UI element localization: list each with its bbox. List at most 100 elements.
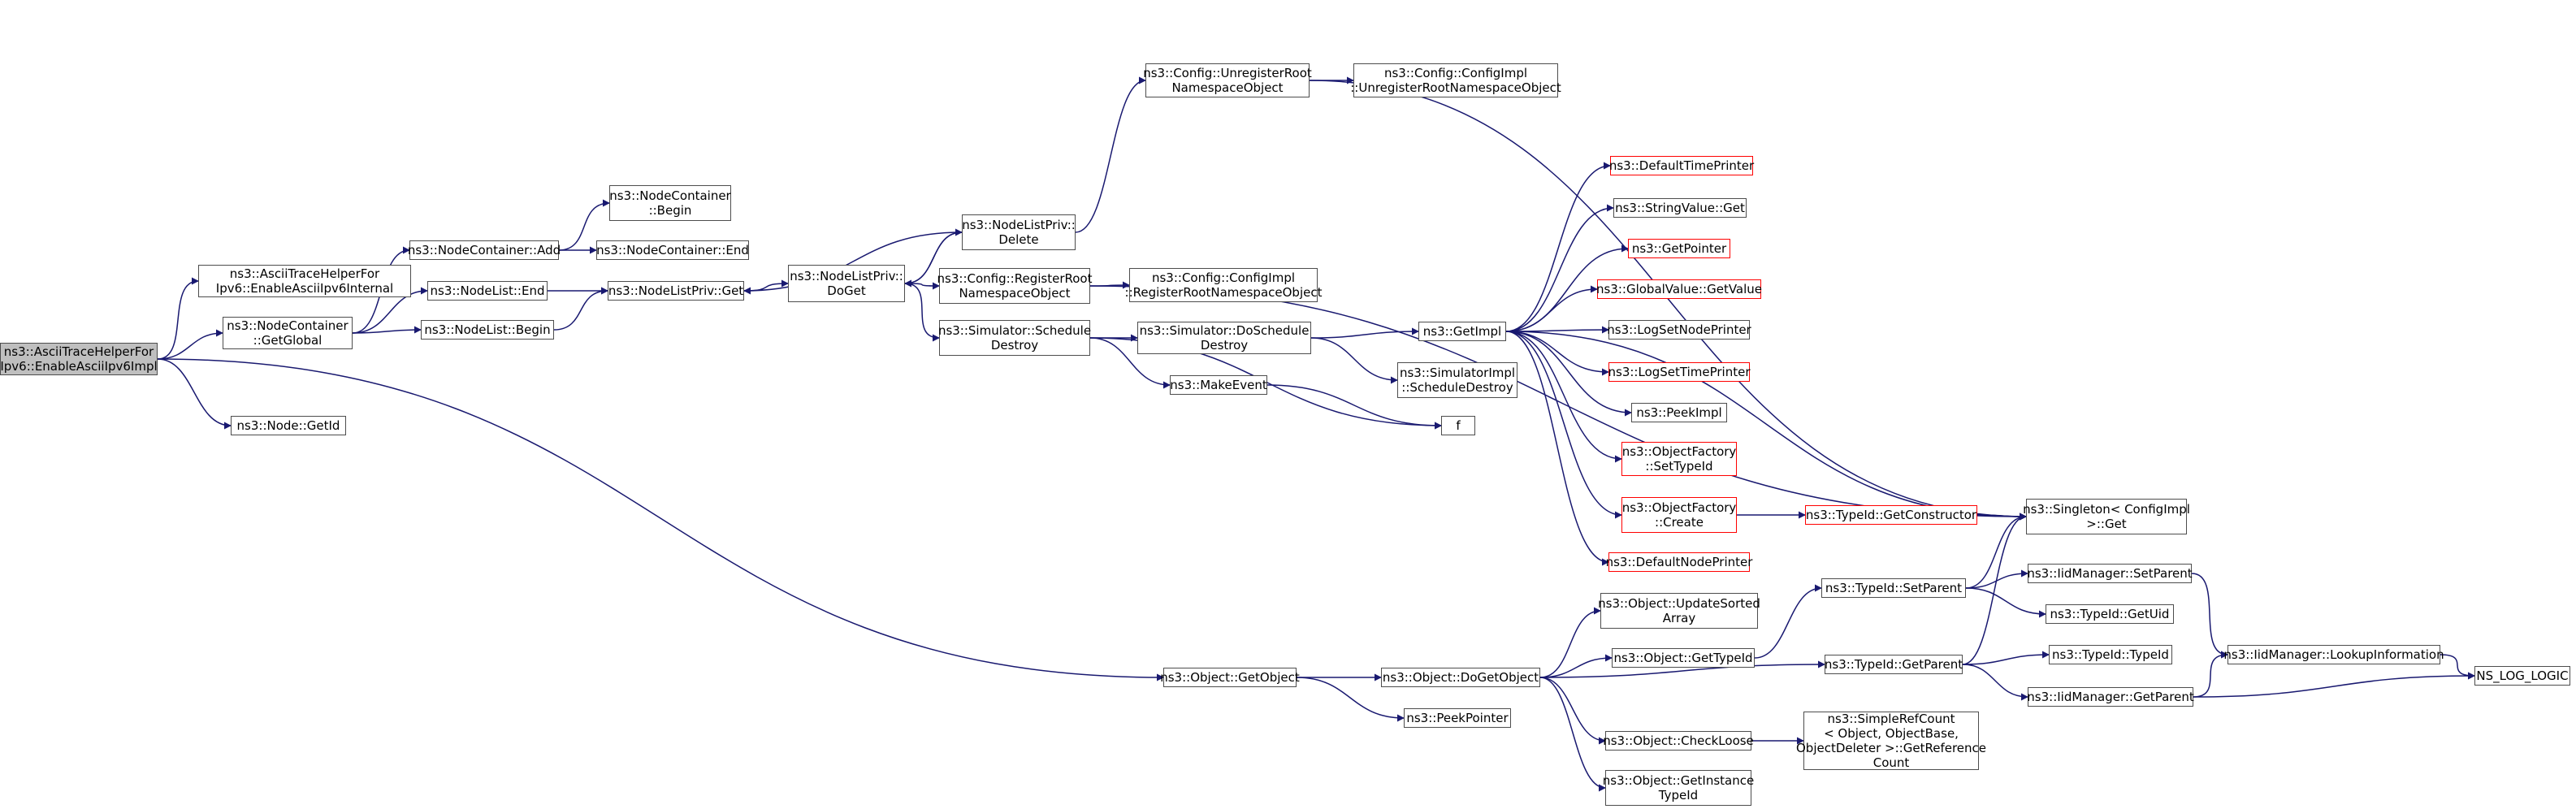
node-nodelistpriv-delete[interactable]: ns3::NodeListPriv:: Delete — [962, 214, 1076, 250]
node-object-updatesortedarray[interactable]: ns3::Object::UpdateSorted Array — [1598, 593, 1760, 629]
node-ns-log-logic[interactable]: NS_LOG_LOGIC — [2474, 666, 2570, 686]
edge-nlpDoGet-to-cfgReg — [904, 282, 940, 290]
node-nodelist-begin[interactable]: ns3::NodeList::Begin — [421, 320, 554, 340]
node-logsettimeprinter[interactable]: ns3::LogSetTimePrinter — [1608, 362, 1751, 382]
node-label-line: ns3::Object::DoGetObject — [1382, 670, 1539, 685]
node-label-line: ns3::TypeId::GetConstructor — [1805, 508, 1977, 522]
node-label-line: ::GetGlobal — [253, 333, 323, 348]
edge-objGetTypeId-to-tidSetParent — [1754, 584, 1822, 659]
node-label-line: ns3::ObjectFactory — [1621, 500, 1737, 515]
edge-objDoGetObject-to-objGetTypeId — [1539, 654, 1613, 678]
node-getimpl[interactable]: ns3::GetImpl — [1418, 322, 1506, 341]
node-label-line: ns3::Node::GetId — [236, 418, 340, 433]
node-label-line: ns3::TypeId::TypeId — [2052, 647, 2169, 662]
node-typeid-getuid[interactable]: ns3::TypeId::GetUid — [2046, 604, 2174, 624]
node-label-line: >::Get — [2086, 517, 2127, 531]
edge-tidGetParent-to-iidGetParent — [1962, 664, 2028, 701]
node-nodelist-end[interactable]: ns3::NodeList::End — [427, 281, 548, 301]
node-peekimpl[interactable]: ns3::PeekImpl — [1631, 403, 1727, 422]
node-label-line: ns3::DefaultNodePrinter — [1605, 555, 1753, 569]
node-configimpl-unregisterrootnamespaceobject[interactable]: ns3::Config::ConfigImpl ::UnregisterRoot… — [1350, 63, 1561, 97]
edge-getImpl-to-gvGetValue — [1505, 285, 1598, 332]
node-label-line: ns3::NodeListPriv:: — [790, 269, 903, 283]
node-nodecontainer-begin[interactable]: ns3::NodeContainer ::Begin — [609, 185, 731, 221]
node-label-line: ns3::NodeContainer — [227, 318, 349, 333]
node-label-line: ns3::SimulatorImpl — [1399, 366, 1516, 380]
node-getpointer[interactable]: ns3::GetPointer — [1628, 239, 1730, 258]
edge-root-to-ncGetGlobal — [157, 329, 223, 360]
node-node-getid[interactable]: ns3::Node::GetId — [231, 416, 346, 435]
edge-getImpl-to-defTimePrinter — [1505, 162, 1611, 332]
node-label-line: Array — [1662, 611, 1696, 625]
node-label-line: ns3::NodeListPriv:: — [962, 218, 1076, 232]
edge-getImpl-to-peekImpl — [1505, 331, 1632, 417]
node-label-line: NamespaceObject — [1171, 80, 1284, 95]
edge-objGetObject-to-peekPointer — [1296, 677, 1405, 722]
node-config-unregisterrootnamespaceobject[interactable]: ns3::Config::UnregisterRoot NamespaceObj… — [1143, 63, 1312, 97]
node-stringvalue-get[interactable]: ns3::StringValue::Get — [1613, 198, 1747, 218]
edge-ncAdd-to-ncBegin — [558, 199, 610, 251]
node-label-line: ns3::Object::GetTypeId — [1613, 651, 1753, 665]
node-defaulttimeprinter[interactable]: ns3::DefaultTimePrinter — [1608, 156, 1755, 175]
node-typeid-getparent[interactable]: ns3::TypeId::GetParent — [1825, 655, 1963, 674]
node-nodecontainer-end[interactable]: ns3::NodeContainer::End — [596, 240, 749, 260]
node-label-line: ns3::DefaultTimePrinter — [1608, 158, 1755, 173]
node-singleton-configimpl-get[interactable]: ns3::Singleton< ConfigImpl >::Get — [2023, 499, 2190, 534]
node-makeevent[interactable]: ns3::MakeEvent — [1170, 375, 1267, 395]
node-configimpl-registerrootnamespaceobject[interactable]: ns3::Config::ConfigImpl ::RegisterRootNa… — [1125, 268, 1322, 302]
node-label-line: ns3::Object::UpdateSorted — [1598, 596, 1760, 611]
node-typeid-typeid[interactable]: ns3::TypeId::TypeId — [2049, 645, 2172, 664]
node-object-dogetobject[interactable]: ns3::Object::DoGetObject — [1381, 668, 1540, 687]
node-iidmanager-setparent[interactable]: ns3::IidManager::SetParent — [2027, 564, 2193, 583]
node-defaultnodeprinter[interactable]: ns3::DefaultNodePrinter — [1605, 552, 1753, 572]
node-label-line: Destroy — [990, 338, 1039, 353]
node-enableasciiipv6internal[interactable]: ns3::AsciiTraceHelperFor Ipv6::EnableAsc… — [198, 265, 411, 297]
node-label-line: ns3::TypeId::SetParent — [1825, 581, 1963, 595]
node-label-line: ObjectDeleter >::GetReference — [1795, 741, 1987, 755]
node-nodelistpriv-doget[interactable]: ns3::NodeListPriv:: DoGet — [788, 265, 905, 302]
node-label-line: Count — [1872, 755, 1910, 770]
node-label-line: ns3::IidManager::LookupInformation — [2223, 647, 2444, 662]
edge-makeEvent-to-f — [1266, 384, 1442, 430]
node-iidmanager-getparent[interactable]: ns3::IidManager::GetParent — [2027, 687, 2194, 707]
edge-iidLookup-to-nsLogLogic — [2440, 654, 2475, 680]
node-label-line: ns3::IidManager::GetParent — [2027, 690, 2194, 704]
node-label-line: ns3::NodeContainer — [609, 188, 731, 203]
node-label-line: ns3::SimpleRefCount — [1827, 712, 1955, 726]
node-label-line: ns3::IidManager::SetParent — [2027, 566, 2193, 581]
node-objectfactory-create[interactable]: ns3::ObjectFactory ::Create — [1621, 497, 1737, 533]
node-iidmanager-lookupinformation[interactable]: ns3::IidManager::LookupInformation — [2223, 645, 2444, 664]
node-logsetnodeprinter[interactable]: ns3::LogSetNodePrinter — [1607, 320, 1751, 340]
node-nodecontainer-getglobal[interactable]: ns3::NodeContainer ::GetGlobal — [223, 317, 353, 349]
node-config-registerrootnamespaceobject[interactable]: ns3::Config::RegisterRoot NamespaceObjec… — [937, 268, 1092, 304]
node-typeid-getconstructor[interactable]: ns3::TypeId::GetConstructor — [1805, 505, 1977, 525]
node-simulatorimpl-scheduledestroy[interactable]: ns3::SimulatorImpl ::ScheduleDestroy — [1397, 362, 1517, 398]
node-label-line: ns3::Config::ConfigImpl — [1383, 66, 1528, 80]
node-label-line: ns3::TypeId::GetUid — [2050, 607, 2170, 621]
edge-ncGetGlobal-to-nlBegin — [352, 326, 422, 334]
node-object-getobject[interactable]: ns3::Object::GetObject — [1160, 668, 1300, 687]
edge-root-to-ipv6int — [157, 277, 199, 360]
node-simplerefcount-getreferencecount[interactable]: ns3::SimpleRefCount < Object, ObjectBase… — [1796, 712, 1986, 770]
node-peekpointer[interactable]: ns3::PeekPointer — [1404, 708, 1511, 728]
node-nodecontainer-add[interactable]: ns3::NodeContainer::Add — [408, 240, 561, 260]
node-label-line: ns3::NodeListPriv::Get — [608, 283, 744, 298]
node-label-line: Destroy — [1200, 338, 1249, 353]
node-nodelistpriv-get[interactable]: ns3::NodeListPriv::Get — [608, 281, 744, 301]
node-globalvalue-getvalue[interactable]: ns3::GlobalValue::GetValue — [1596, 279, 1762, 299]
edge-simDoSchedDestroy-to-simImplSchedDestroy — [1310, 337, 1398, 384]
node-object-gettypeid[interactable]: ns3::Object::GetTypeId — [1612, 648, 1755, 668]
edge-getImpl-to-ofCreate — [1505, 331, 1622, 519]
edge-root-to-objGetObject — [157, 358, 1164, 681]
edge-nlBegin-to-nlpGet — [553, 287, 608, 331]
node-object-getinstancetypeid[interactable]: ns3::Object::GetInstance TypeId — [1603, 770, 1754, 806]
node-simulator-scheduledestroy[interactable]: ns3::Simulator::Schedule Destroy — [938, 320, 1091, 356]
node-label-line: Delete — [998, 232, 1039, 247]
node-objectfactory-settypeid[interactable]: ns3::ObjectFactory ::SetTypeId — [1621, 442, 1737, 476]
node-label-line: DoGet — [827, 283, 866, 298]
node-typeid-setparent[interactable]: ns3::TypeId::SetParent — [1821, 578, 1966, 598]
node-simulator-doscheduledestroy[interactable]: ns3::Simulator::DoSchedule Destroy — [1137, 322, 1311, 354]
node-object-checkloose[interactable]: ns3::Object::CheckLoose — [1603, 731, 1754, 751]
node-f[interactable]: f — [1441, 416, 1475, 435]
edge-tidGetCtor-to-singletonGet — [1976, 513, 2027, 521]
